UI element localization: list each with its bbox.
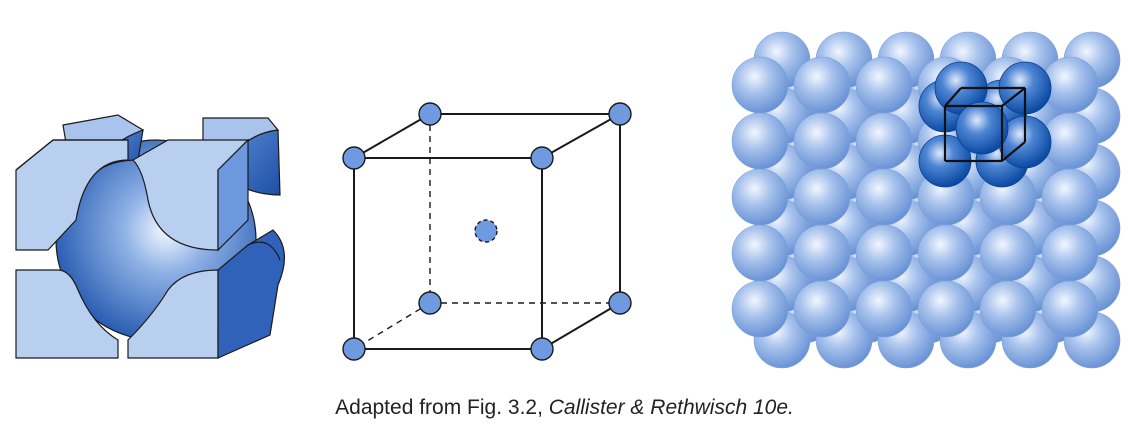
atom bbox=[979, 224, 1037, 282]
atom bbox=[855, 56, 913, 114]
body-center-atom bbox=[474, 219, 498, 243]
atom bbox=[793, 168, 851, 226]
highlighted-unit-cell bbox=[943, 86, 1027, 163]
corner-atom bbox=[608, 291, 632, 315]
atoms-layer bbox=[731, 31, 1121, 369]
atom bbox=[731, 280, 789, 338]
corner-atom-front-bottom-right bbox=[127, 229, 285, 359]
corner-atom bbox=[418, 102, 442, 126]
hard-sphere-unit-cell bbox=[8, 100, 308, 370]
highlighted-atom bbox=[955, 101, 1009, 155]
figure-caption: Adapted from Fig. 3.2, Callister & Rethw… bbox=[0, 396, 1129, 420]
reduced-sphere-unit-cell bbox=[330, 95, 640, 365]
corner-atom-front-top-right bbox=[132, 138, 250, 252]
atom bbox=[855, 112, 913, 170]
atom bbox=[979, 280, 1037, 338]
corner-atom bbox=[342, 146, 366, 170]
atom-aggregate bbox=[720, 10, 1125, 380]
atom bbox=[917, 224, 975, 282]
caption-prefix: Adapted from Fig. 3.2, bbox=[335, 396, 549, 419]
atom bbox=[793, 280, 851, 338]
corner-atom bbox=[608, 102, 632, 126]
atom bbox=[793, 112, 851, 170]
atom bbox=[731, 112, 789, 170]
corner-atom bbox=[418, 291, 442, 315]
corner-atom bbox=[342, 337, 366, 361]
atom bbox=[855, 224, 913, 282]
atom-aggregate-icon bbox=[731, 31, 1121, 369]
atom bbox=[793, 56, 851, 114]
hidden-edge bbox=[353, 302, 431, 350]
cube-edge bbox=[541, 113, 621, 159]
corner-atom-front-bottom-left bbox=[15, 269, 119, 359]
corner-atom-front-top-left bbox=[15, 139, 129, 251]
atom bbox=[1041, 168, 1099, 226]
caption-source: Callister & Rethwisch 10e. bbox=[548, 396, 794, 419]
atom bbox=[731, 56, 789, 114]
atom bbox=[1041, 224, 1099, 282]
atom bbox=[731, 168, 789, 226]
corner-atom bbox=[530, 146, 554, 170]
atom bbox=[917, 280, 975, 338]
corner-atom bbox=[530, 337, 554, 361]
cube-edge bbox=[353, 113, 431, 159]
hard-sphere-cube-icon bbox=[15, 114, 285, 359]
atom bbox=[855, 280, 913, 338]
atom bbox=[855, 168, 913, 226]
atom bbox=[731, 224, 789, 282]
atom bbox=[1041, 280, 1099, 338]
unit-cell-cube-icon bbox=[342, 102, 632, 361]
cube-edge bbox=[541, 302, 621, 350]
atom bbox=[793, 224, 851, 282]
